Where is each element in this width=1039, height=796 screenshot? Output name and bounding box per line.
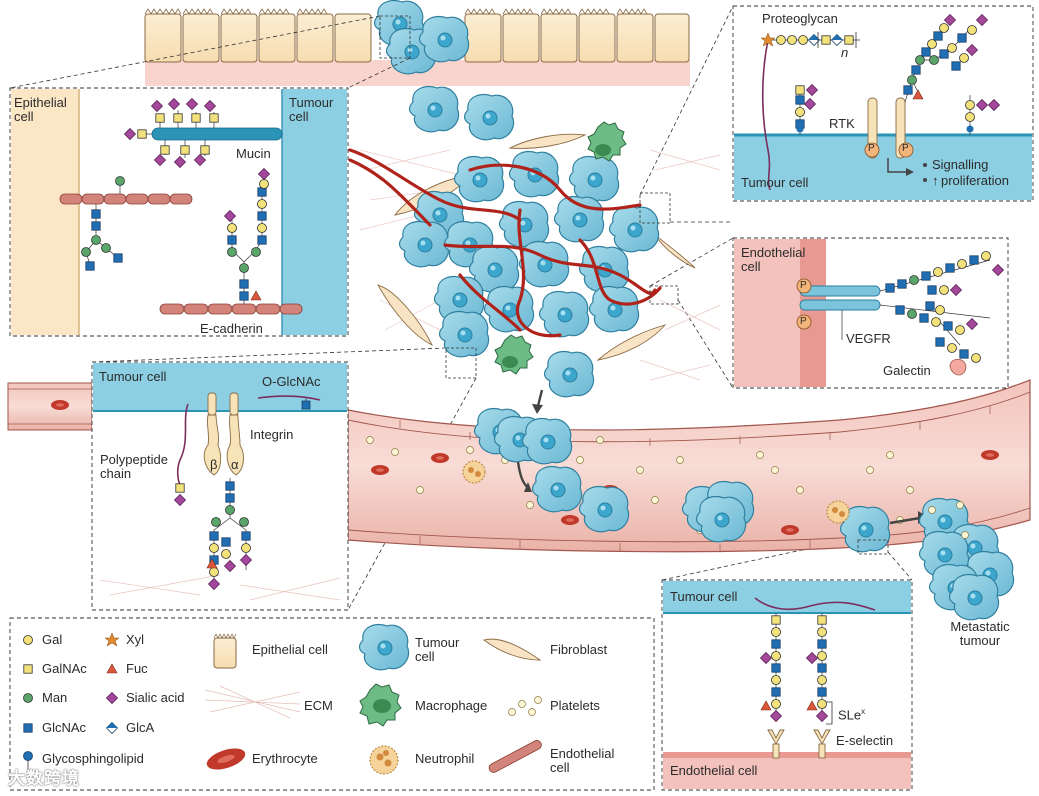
polypeptide-chain-label: Polypeptide chain xyxy=(100,452,168,482)
proteoglycan-label: Proteoglycan xyxy=(762,11,838,26)
tumour-mass xyxy=(348,85,696,414)
phospho-label: P xyxy=(868,143,875,154)
legend-galnac-label: GalNAc xyxy=(42,661,87,676)
tumour-cell-icon xyxy=(358,623,410,671)
erythrocyte-icon xyxy=(206,748,246,770)
watermark: 大数跨境 xyxy=(8,769,80,788)
man-icon xyxy=(23,693,33,703)
endothelial-cell-label: Endothelial cell xyxy=(741,245,806,275)
legend-fibroblast-label: Fibroblast xyxy=(550,642,608,657)
ecm-icon xyxy=(204,685,301,719)
legend-glycosphingolipid-label: Glycosphingolipid xyxy=(42,751,144,766)
mucin-label: Mucin xyxy=(236,146,271,161)
epithelial-cell-icon xyxy=(213,633,237,669)
glca-icon xyxy=(105,721,119,735)
repeat-n-label: n xyxy=(841,45,849,60)
legend xyxy=(9,617,655,791)
legend-erythrocyte-label: Erythrocyte xyxy=(252,751,318,766)
legend-man-label: Man xyxy=(42,690,68,705)
legend-glcnac-label: GlcNAc xyxy=(42,720,87,735)
epithelial-cell-label: Epithelial cell xyxy=(14,95,67,125)
signalling-label: Signalling xyxy=(932,157,989,172)
metastatic-tumour-label: Metastatic tumour xyxy=(950,619,1010,649)
rtk-label: RTK xyxy=(829,116,855,131)
legend-tumour-cell-label: Tumour cell xyxy=(415,635,460,665)
panel-proteoglycan-rtk xyxy=(732,5,1034,202)
phospho-label: P xyxy=(800,280,807,291)
epithelium-layer xyxy=(144,0,690,86)
phospho-label: P xyxy=(902,143,909,154)
tumour-cell-label: Tumour cell xyxy=(289,95,334,125)
galnac-icon xyxy=(23,664,33,674)
galectin-label: Galectin xyxy=(883,363,931,378)
tumour-cell-label: Tumour cell xyxy=(741,175,809,190)
legend-neutrophil-label: Neutrophil xyxy=(415,751,475,766)
legend-endothelial-cell-label: Endothelial cell xyxy=(550,746,615,776)
legend-glca-label: GlcA xyxy=(126,720,155,735)
connector-lines xyxy=(9,5,913,611)
tumour-cell-label: Tumour cell xyxy=(99,369,167,384)
glcnac-icon xyxy=(23,723,33,733)
xyl-icon xyxy=(104,632,120,647)
endothelial-cell-label: Endothelial cell xyxy=(670,763,758,778)
panel-integrin xyxy=(91,361,349,611)
e-selectin-label: E-selectin xyxy=(836,733,894,748)
e-cadherin-label: E-cadherin xyxy=(200,321,263,336)
panel-endothelial-vegfr xyxy=(732,237,1009,389)
blood-vessel xyxy=(7,379,1031,555)
legend-sialic-acid-label: Sialic acid xyxy=(126,690,185,705)
neutrophil-icon xyxy=(369,745,399,775)
integrin-label: Integrin xyxy=(250,427,294,442)
fibroblast-icon xyxy=(482,638,542,661)
panel-epithelial-tumour xyxy=(9,87,349,337)
legend-ecm-label: ECM xyxy=(304,698,333,713)
o-glcnac-label: O-GlcNAc xyxy=(262,374,321,389)
metastatic-tumour-cluster xyxy=(918,497,1015,621)
legend-fuc-label: Fuc xyxy=(126,661,148,676)
macrophage-icon xyxy=(359,683,402,727)
legend-epithelial-cell-label: Epithelial cell xyxy=(252,642,328,657)
tumour-cell-label: Tumour cell xyxy=(670,589,738,604)
glycosphingolipid-icon xyxy=(23,751,33,770)
legend-xyl-label: Xyl xyxy=(126,632,145,647)
panel-selectin xyxy=(661,579,913,791)
alpha-subunit-label: α xyxy=(231,457,239,472)
beta-subunit-label: β xyxy=(210,457,218,472)
legend-macrophage-label: Macrophage xyxy=(415,698,488,713)
proliferation-label: proliferation xyxy=(941,173,1009,188)
slex-label: SLex xyxy=(838,707,866,723)
platelets-icon xyxy=(508,696,542,716)
gal-icon xyxy=(23,635,33,645)
legend-platelets-label: Platelets xyxy=(550,698,600,713)
vegfr-label: VEGFR xyxy=(846,331,891,346)
proliferation-arrow-icon: ↑ xyxy=(932,173,939,188)
endothelial-cell-icon xyxy=(488,740,542,773)
phospho-label: P xyxy=(800,316,807,327)
legend-gal-label: Gal xyxy=(42,632,63,647)
